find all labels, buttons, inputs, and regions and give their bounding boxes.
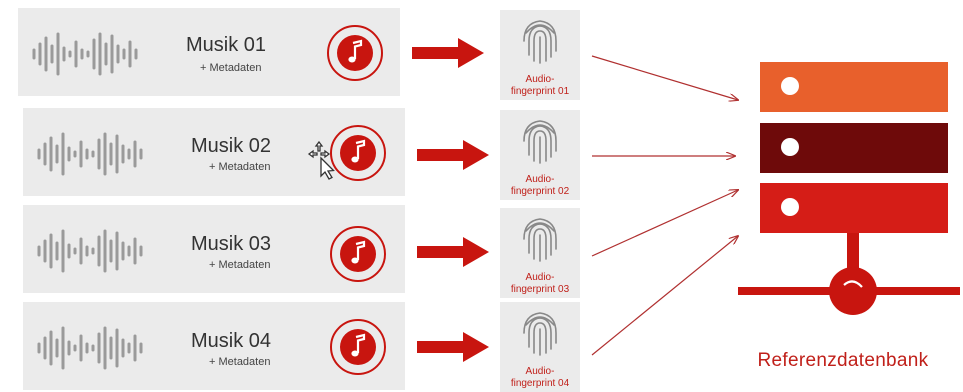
audio-waveform-icon [37,229,143,273]
fingerprint-label-line2: fingerprint 04 [510,378,570,389]
fingerprint-icon [523,312,557,356]
track-card: Musik 03 + Metadaten [23,205,405,293]
track-subtitle: + Metadaten [209,356,271,368]
fingerprint-card: Audio- fingerprint 01 [500,10,580,100]
fingerprint-label-line2: fingerprint 03 [510,284,570,295]
track-title: Musik 03 [191,233,272,255]
fingerprint-card: Audio- fingerprint 02 [500,110,580,200]
music-note-icon[interactable] [329,225,387,283]
track-card: Musik 04 + Metadaten [23,302,405,390]
music-note-icon[interactable] [329,124,387,182]
track-subtitle: + Metadaten [200,62,262,74]
database-server-icon [738,62,960,315]
track-card: Musik 02 + Metadaten [23,108,405,196]
fingerprint-label-line1: Audio- [525,366,555,377]
move-cursor-icon [307,140,335,180]
audio-waveform-icon [37,326,143,370]
fingerprint-card: Audio- fingerprint 03 [500,208,580,298]
fingerprint-label-line2: fingerprint 01 [510,86,570,97]
audio-waveform-icon [37,132,143,176]
music-note-icon[interactable] [326,24,384,82]
track-title: Musik 04 [191,330,272,352]
arrow-right-icon [412,38,484,68]
audio-waveform-icon [32,32,138,76]
fingerprint-label-line2: fingerprint 02 [510,186,570,197]
fingerprint-icon [523,218,557,262]
track-card: Musik 01 + Metadaten [18,8,400,96]
fingerprint-card: Audio- fingerprint 04 [500,302,580,392]
database-label: Referenzdatenbank [757,350,929,371]
fingerprint-icon [523,120,557,164]
track-subtitle: + Metadaten [209,161,271,173]
arrow-right-icon [417,332,489,362]
fingerprint-label-line1: Audio- [525,174,555,185]
connector-line-1 [591,55,738,100]
arrow-right-icon [417,237,489,267]
connector-line-3 [591,190,738,257]
music-note-icon[interactable] [329,318,387,376]
track-title: Musik 01 [186,34,267,56]
arrow-right-icon [417,140,489,170]
track-title: Musik 02 [191,135,272,157]
fingerprint-label-line1: Audio- [525,74,555,85]
connector-line-4 [591,236,738,356]
track-subtitle: + Metadaten [209,259,271,271]
fingerprint-label-line1: Audio- [525,272,555,283]
fingerprint-icon [523,20,557,64]
